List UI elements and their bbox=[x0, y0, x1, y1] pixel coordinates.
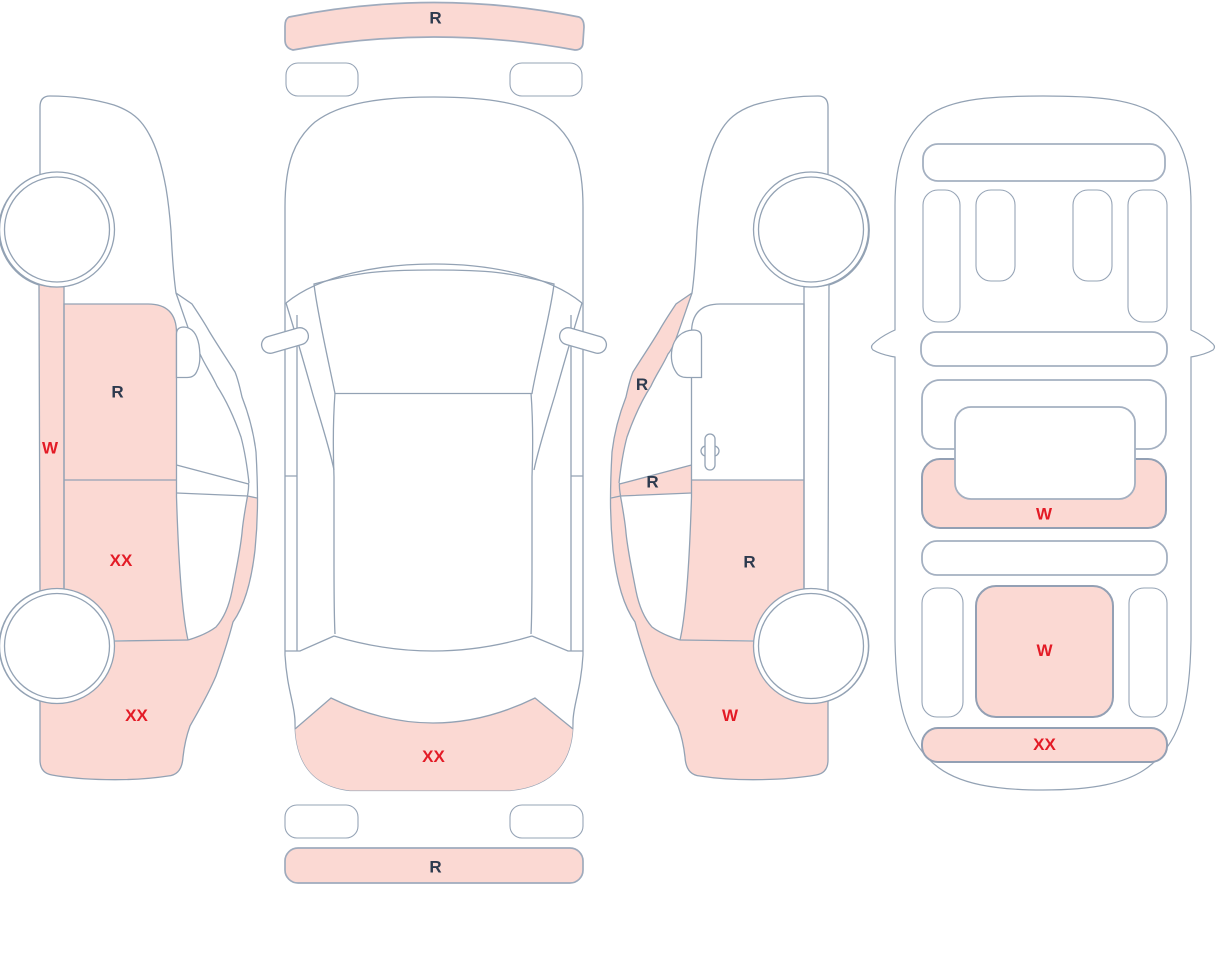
svg-text:R: R bbox=[429, 858, 441, 877]
svg-text:W: W bbox=[722, 706, 739, 725]
svg-text:XX: XX bbox=[110, 551, 133, 570]
svg-text:XX: XX bbox=[1033, 735, 1056, 754]
svg-text:W: W bbox=[1036, 641, 1053, 660]
svg-text:W: W bbox=[42, 439, 59, 458]
svg-text:R: R bbox=[111, 383, 123, 402]
svg-text:XX: XX bbox=[125, 706, 148, 725]
svg-text:W: W bbox=[1036, 505, 1053, 524]
svg-text:R: R bbox=[646, 473, 658, 492]
svg-text:XX: XX bbox=[422, 747, 445, 766]
svg-text:R: R bbox=[743, 553, 755, 572]
svg-text:R: R bbox=[429, 9, 441, 28]
svg-text:R: R bbox=[636, 375, 648, 394]
